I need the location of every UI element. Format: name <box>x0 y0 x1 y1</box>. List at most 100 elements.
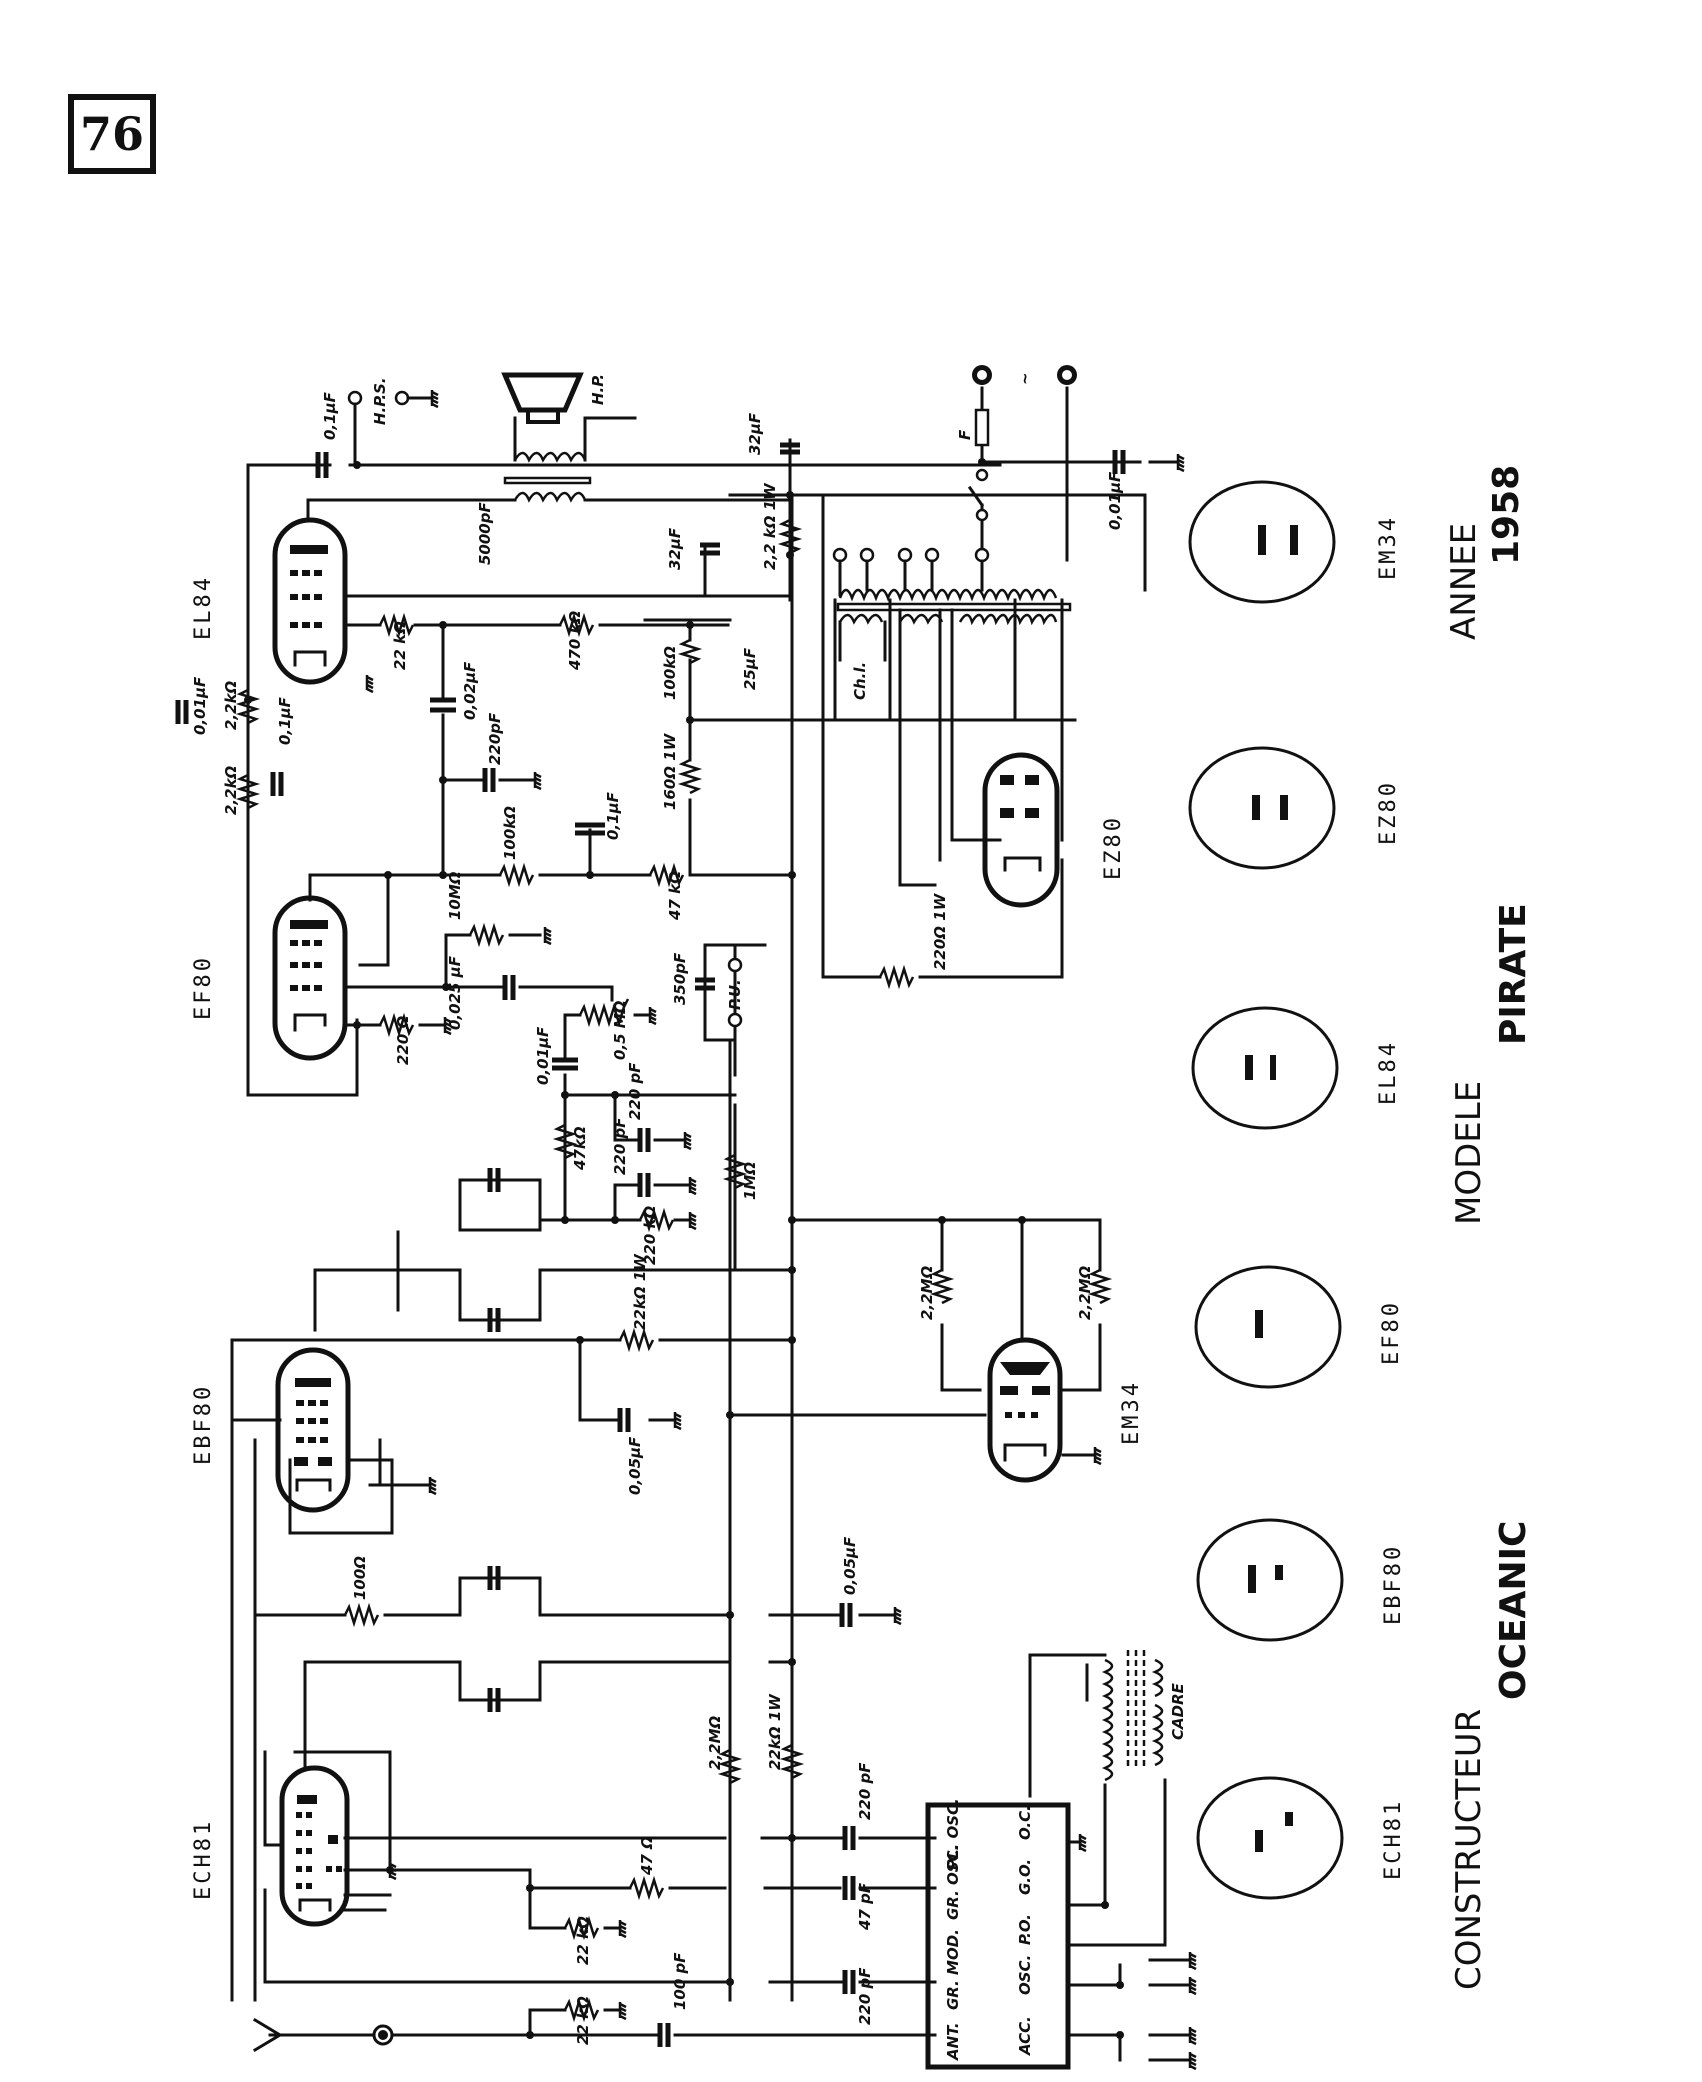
label-r-160: 160Ω 1W <box>661 732 679 810</box>
ground-hatch <box>684 1132 692 1139</box>
ground-hatch <box>689 1212 697 1219</box>
ground-hatch <box>684 1136 692 1143</box>
ground-hatch <box>1189 2027 1197 2034</box>
ground-hatch <box>429 1477 437 1484</box>
constructeur-label: CONSTRUCTEUR <box>1449 1709 1489 1990</box>
modele-label: MODELE <box>1449 1081 1489 1225</box>
ground-hatch <box>689 1220 697 1227</box>
antenna <box>252 2017 394 2053</box>
label-r-100k-psu: 100kΩ <box>661 646 679 700</box>
ground-hatch <box>684 1140 692 1147</box>
ground-hatch <box>1189 1981 1197 1988</box>
ground-hatch <box>1189 1985 1197 1992</box>
label-r-47k-det: 47kΩ <box>571 1126 589 1171</box>
ground-hatch <box>1189 2039 1197 2046</box>
tube-ez80 <box>982 752 1060 908</box>
ground-hatch <box>1189 2052 1197 2059</box>
label-c-100pf: 100 pF <box>671 1952 689 2010</box>
ground-hatch <box>544 935 552 942</box>
base-label-el84: EL84 <box>1376 1040 1401 1105</box>
ground-hatch <box>689 1189 697 1196</box>
tube-ebf80 <box>275 1347 351 1513</box>
mains-terminals <box>347 365 1077 522</box>
label-c-01-dec: 0,1µF <box>604 791 622 840</box>
ground-hatch <box>619 2014 627 2021</box>
label-r-47k-ef80: 47 kΩ <box>666 871 684 921</box>
ground-hatch <box>619 1932 627 1939</box>
label-pu: P.U. <box>726 979 744 1010</box>
label-hp: H.P. <box>589 374 607 405</box>
wave-switch: PL. OSC. GR. OSC. GR. MOD. ANT. O.C. G.O… <box>944 1798 1034 2061</box>
label-c-32-b: 32µF <box>666 527 684 570</box>
ferrite-antenna <box>1085 1650 1164 1782</box>
power-transformer <box>832 547 1072 662</box>
ground-hatch <box>619 2010 627 2017</box>
label-c-out: 0,1µF <box>321 391 339 440</box>
ground-hatch <box>674 1412 682 1419</box>
base-label-ez80: EZ80 <box>1376 780 1401 845</box>
ground-hatch <box>429 1489 437 1496</box>
label-r-47-osc: 47 Ω <box>638 1836 656 1876</box>
ground-hatch <box>429 1481 437 1488</box>
label-fuse: F <box>956 429 974 440</box>
label-r-22k-el84: 22 kΩ <box>391 621 409 670</box>
switch-po: P.O. <box>1016 1914 1034 1945</box>
switch-oc: O.C. <box>1016 1805 1034 1840</box>
tube-labels: EL84 EF80 EBF80 ECH81 EM34 EZ80 <box>191 575 1144 1900</box>
component-labels: 0,1µF H.P.S. H.P. 5000pF 22 kΩ 470 kΩ 0,… <box>191 372 1187 2045</box>
ground-hatch <box>1189 1956 1197 1963</box>
ground-hatch <box>1094 1455 1102 1462</box>
ground-hatch <box>619 2006 627 2013</box>
ground-hatch <box>1079 1834 1087 1841</box>
label-c-001-mains: 0,01µF <box>1106 471 1124 530</box>
ground-hatch <box>649 1015 657 1022</box>
base-label-ebf80: EBF80 <box>1381 1544 1406 1625</box>
base-label-ef80: EF80 <box>1379 1300 1404 1365</box>
pickup-terminals <box>727 957 743 1028</box>
label-r-220-ef80: 220 Ω <box>394 1015 412 1065</box>
ground-hatch <box>389 1866 397 1873</box>
ground-hatch <box>689 1177 697 1184</box>
tube-label-em34: EM34 <box>1119 1380 1144 1445</box>
base-diagram-ef80: EF80 <box>1194 1265 1404 1389</box>
label-r-220k: 220 kΩ <box>641 1205 659 1265</box>
ground-hatch <box>619 2002 627 2009</box>
ground-hatch <box>1094 1451 1102 1458</box>
label-c-001-vol: 0,01µF <box>534 1026 552 1085</box>
tube-ech81 <box>279 1765 350 1927</box>
tube-label-ef80: EF80 <box>191 955 216 1020</box>
modele-value: PIRATE <box>1493 903 1534 1045</box>
ground-hatch <box>619 1924 627 1931</box>
ground-hatch <box>1189 2035 1197 2042</box>
ground-hatch <box>689 1224 697 1231</box>
ground-hatch <box>619 1928 627 1935</box>
ground-hatch <box>1177 458 1185 465</box>
ground-hatch <box>1189 1952 1197 1959</box>
ground-hatch <box>684 1144 692 1151</box>
ground-hatch <box>1177 462 1185 469</box>
label-c-002: 0,02µF <box>461 661 479 720</box>
switch-osc: OSC. <box>1016 1955 1034 1995</box>
label-r-22m-agc: 2,2MΩ <box>706 1716 724 1770</box>
label-r-1m: 1MΩ <box>741 1162 759 1200</box>
ground-hatch <box>689 1185 697 1192</box>
label-c-220pf-top: 220pF <box>486 712 504 765</box>
ground-hatch <box>1079 1838 1087 1845</box>
title-block: CONSTRUCTEUR OCEANIC MODELE PIRATE ANNEE… <box>1444 465 1534 1990</box>
label-c-01-fb: 0,1µF <box>276 696 294 745</box>
label-hps: H.P.S. <box>371 377 389 425</box>
ground-hatch <box>1189 2060 1197 2067</box>
tube-label-ebf80: EBF80 <box>191 1384 216 1465</box>
label-c-220pf-a: 220 pF <box>626 1062 644 1120</box>
label-mains: ~ <box>1016 372 1034 385</box>
ground-hatch <box>1189 1989 1197 1996</box>
label-c-001-fb: 0,01µF <box>191 676 209 735</box>
tube-el84 <box>272 517 348 685</box>
ground-hatch <box>1177 454 1185 461</box>
ground-hatch <box>544 939 552 946</box>
label-c-220pf-pl: 220 pF <box>856 1762 874 1820</box>
ground-hatch <box>444 1029 452 1036</box>
label-c-0025: 0,025 µF <box>446 955 464 1030</box>
label-r-22k-psu: 2,2 kΩ 1W <box>761 482 779 570</box>
ground-hatch <box>534 784 542 791</box>
